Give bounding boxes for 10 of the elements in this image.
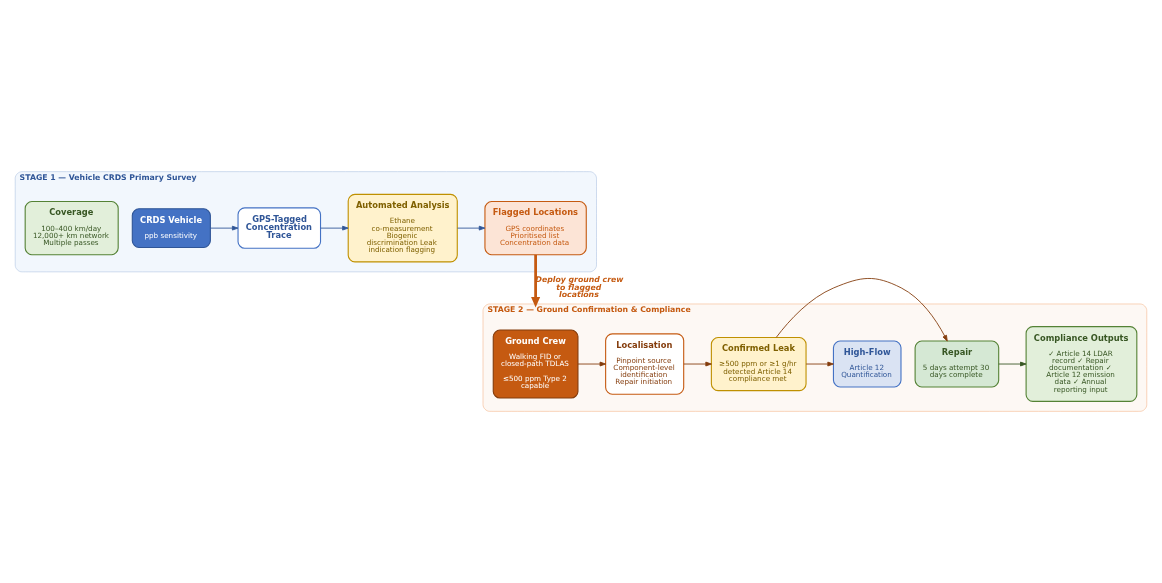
arrow bbox=[457, 225, 486, 231]
arrow bbox=[577, 361, 607, 367]
arrow bbox=[998, 361, 1027, 367]
arrow bbox=[320, 225, 349, 231]
arrow bbox=[210, 225, 239, 231]
node-box: GPS-Tagged Concentration Trace bbox=[237, 207, 322, 249]
arrow bbox=[805, 361, 834, 367]
arrow bbox=[775, 278, 948, 342]
arrow bbox=[683, 361, 712, 367]
arrow bbox=[531, 254, 541, 308]
